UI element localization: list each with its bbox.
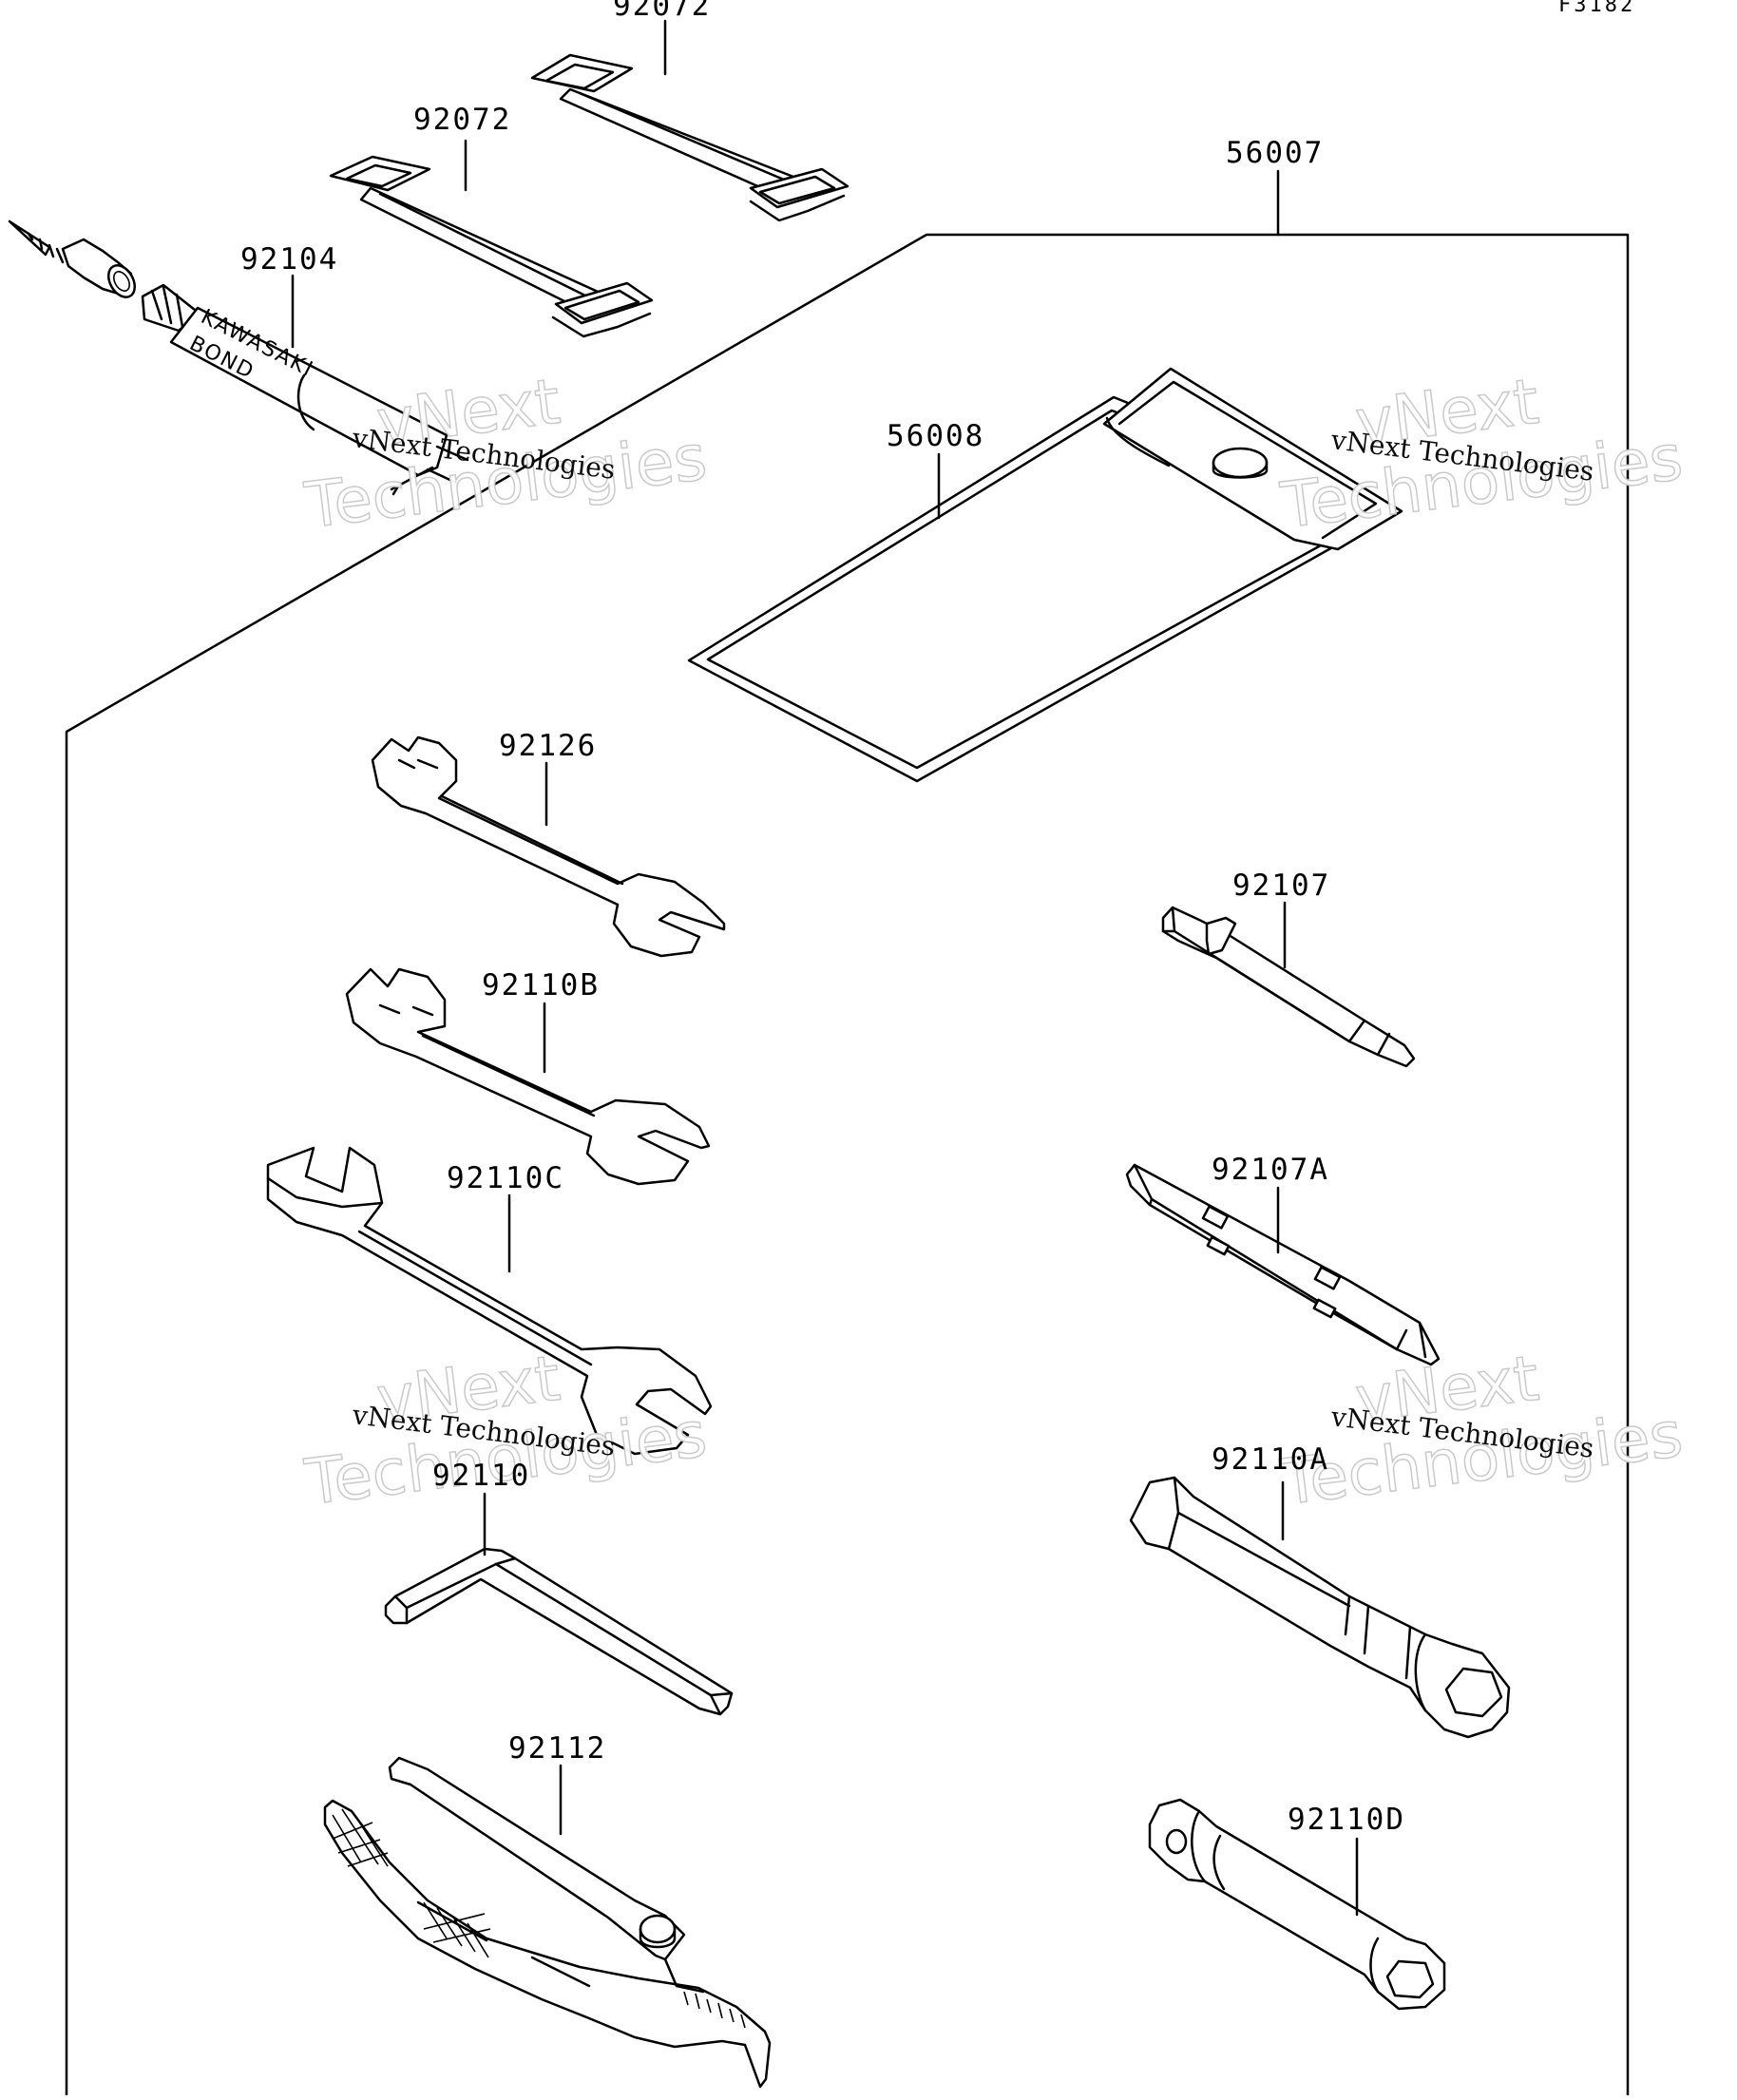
part-label-92112: 92112 [508,1731,606,1766]
tool-pouch-drawing [687,367,1403,783]
part-label-92110a: 92110A [1212,1442,1329,1477]
part-label-92107: 92107 [1232,869,1330,903]
hex-key-drawing [384,1547,734,1716]
watermark-top-right: Technologies vNext vNext Technologies [1276,364,1688,544]
pliers-drawing [323,1756,772,2089]
part-label-56007: 56007 [1226,136,1324,170]
wrench-92110c-drawing [266,1146,713,1456]
wrench-92126-drawing [371,735,726,958]
strap-top-drawing [530,53,849,222]
part-label-92107a: 92107A [1212,1153,1329,1187]
part-label-92072-top: 92072 [613,0,711,23]
box-wrench-92110d-drawing [1148,1798,1446,2011]
tool-kit-outline [65,233,1630,2097]
wrench-92110b-drawing [345,967,711,1186]
screwdriver-92107-drawing [1161,906,1416,1068]
part-label-92110b: 92110B [482,968,600,1002]
part-label-56008: 56008 [887,419,984,453]
figure-code: F3182 [1558,0,1635,17]
box-wrench-92110a-drawing [1129,1476,1511,1739]
watermark-bottom-right: Technologies vNext vNext Technologies [1276,1341,1688,1520]
strap-drawing [329,155,654,338]
part-label-92110d: 92110D [1288,1803,1405,1837]
part-label-92110c: 92110C [447,1161,564,1195]
screwdriver-92107a-drawing [1125,1163,1441,1366]
part-label-92104: 92104 [240,242,338,277]
part-label-92072: 92072 [413,103,511,137]
part-label-92126: 92126 [499,729,597,763]
part-label-92110: 92110 [432,1459,530,1493]
